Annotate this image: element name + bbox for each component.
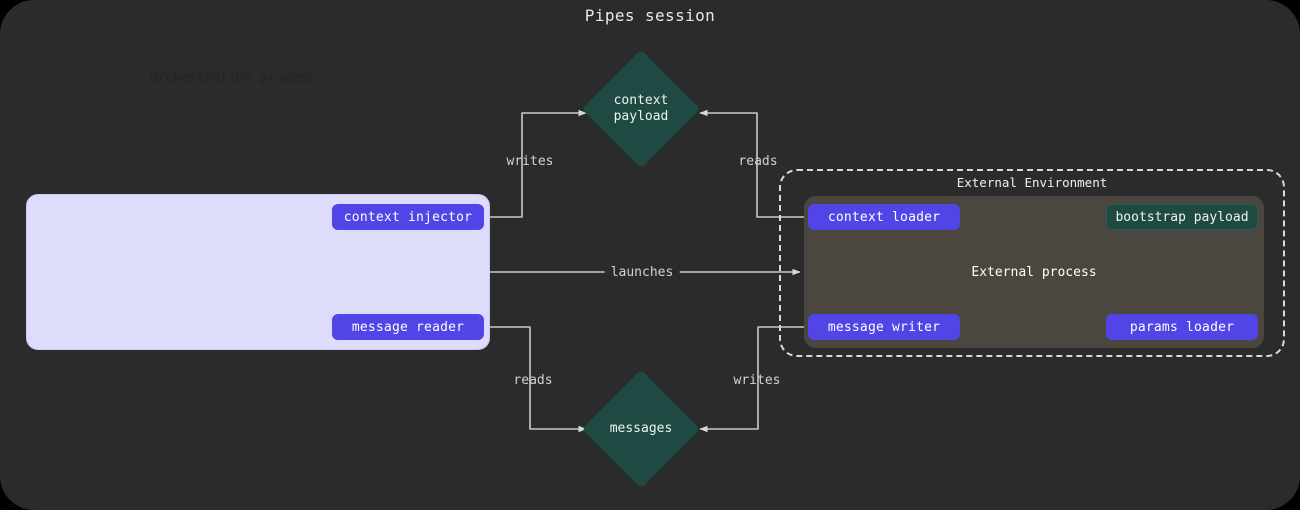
edge-label-reads-messages: reads (513, 373, 553, 388)
node-bootstrap-payload[interactable]: bootstrap payload (1106, 204, 1258, 230)
edge-label-launches: launches (604, 265, 680, 280)
edge-writes-messages (699, 326, 808, 433)
container-external-environment (779, 169, 1285, 357)
node-message-writer[interactable]: message writer (808, 314, 960, 340)
edge-label-reads-context: reads (738, 154, 778, 169)
node-context-injector[interactable]: context injector (332, 204, 484, 230)
edge-writes-context (484, 109, 587, 218)
node-context-payload-label: context payload (613, 93, 669, 124)
node-messages[interactable]: messages (581, 369, 701, 489)
edge-reads-messages (484, 326, 587, 433)
node-message-reader[interactable]: message reader (332, 314, 484, 340)
node-messages-label: messages (609, 421, 673, 436)
container-external-process-label: External process (971, 264, 1097, 280)
node-context-loader[interactable]: context loader (808, 204, 960, 230)
edge-label-writes-messages: writes (733, 373, 781, 388)
node-context-payload[interactable]: context payload (581, 49, 701, 169)
page-title: Pipes session (584, 6, 716, 25)
edge-reads-context (699, 109, 808, 218)
node-params-loader[interactable]: params loader (1106, 314, 1258, 340)
container-orchestration-process-label: Orchestration process (149, 70, 315, 86)
container-external-environment-label: External Environment (956, 175, 1108, 190)
edge-label-writes-context: writes (506, 154, 554, 169)
